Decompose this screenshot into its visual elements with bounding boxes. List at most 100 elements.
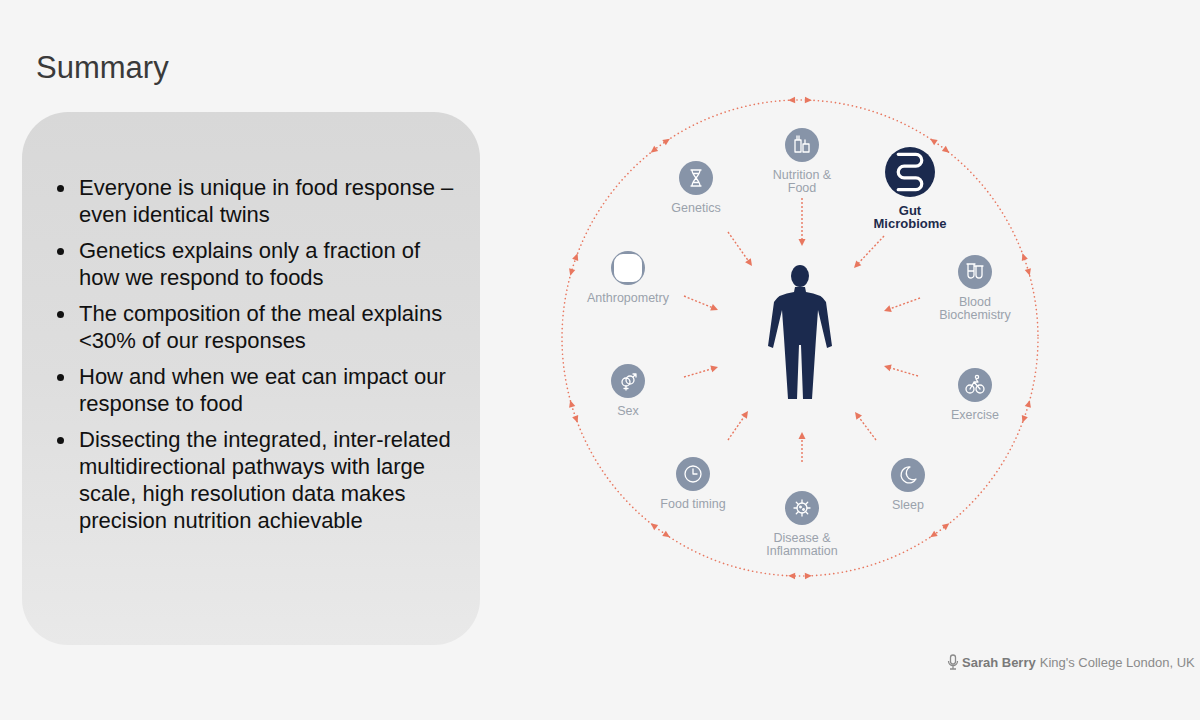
icon-stroke [898, 154, 922, 189]
factor-label: Blood Biochemistry [930, 296, 1020, 322]
factor-node: Nutrition & Food [742, 128, 862, 195]
factor-icon [785, 491, 819, 525]
icon-glyph [795, 136, 809, 152]
factor-node: Gut Microbiome [850, 147, 970, 230]
ring-arrowhead [805, 573, 812, 579]
factor-icon [891, 458, 925, 492]
factor-icon [958, 368, 992, 402]
icon-stroke [901, 467, 916, 483]
icon-circle [891, 458, 925, 492]
ring-arrowhead [788, 97, 795, 103]
arrow-shaft [801, 437, 802, 462]
icon-stroke [803, 509, 805, 511]
arrow-shaft [684, 368, 713, 377]
icon-circle [676, 457, 710, 491]
arrow-shaft [728, 415, 745, 440]
icon-glyph [967, 264, 983, 278]
arrow-head [884, 365, 892, 372]
arrow-shaft [889, 298, 920, 309]
factor-icon [885, 147, 935, 197]
arrow-shaft [889, 367, 918, 376]
factor-node: Anthropometry [568, 251, 688, 305]
icon-circle [958, 368, 992, 402]
arrow-head [710, 366, 718, 373]
ring-arrowhead [572, 415, 578, 423]
factor-node: Sleep [848, 458, 968, 512]
ring-arrowhead [569, 400, 575, 408]
icon-circle [885, 147, 935, 197]
icon-stroke [975, 375, 978, 378]
icon-circle [611, 364, 645, 398]
factor-node: Blood Biochemistry [915, 255, 1035, 322]
icon-glyph [622, 374, 636, 390]
factor-label: Exercise [920, 409, 1030, 422]
ring-arrowhead [569, 268, 575, 276]
ring-arrowhead [788, 573, 795, 579]
speaker-name: Sarah Berry [962, 655, 1036, 670]
icon-stroke [794, 500, 810, 516]
inward-arrow [799, 432, 806, 462]
factor-label: Genetics [641, 202, 751, 215]
microphone-head [951, 655, 956, 664]
icon-stroke [800, 506, 802, 508]
icon-glyph [901, 467, 916, 483]
slide-title: Summary [36, 50, 169, 86]
factor-icon [676, 457, 710, 491]
icon-stroke [795, 136, 809, 152]
human-figure [768, 265, 832, 399]
cycle-ring [562, 100, 1038, 576]
bullet-point: Genetics explains only a fraction of how… [77, 237, 462, 291]
icon-stroke [621, 261, 635, 275]
icon-glyph [794, 500, 810, 516]
arrow-head [854, 260, 861, 268]
microphone-icon [949, 655, 958, 669]
icon-stroke [693, 469, 697, 474]
arrow-head [799, 432, 806, 439]
icon-stroke [624, 374, 636, 390]
factor-label: Gut Microbiome [868, 204, 952, 230]
factor-label: Sex [573, 405, 683, 418]
inward-arrow [854, 236, 884, 268]
arrow-shaft [684, 296, 713, 308]
factor-icon [958, 255, 992, 289]
bullet-list: Everyone is unique in food response – ev… [22, 174, 480, 534]
factor-label: Anthropometry [573, 292, 683, 305]
icon-circle [785, 128, 819, 162]
ring-arrowhead [662, 139, 670, 146]
ring-arrowhead [1025, 400, 1031, 408]
icon-circle [611, 251, 645, 285]
bullet-point: The composition of the meal explains <30… [77, 300, 462, 354]
ring-arrowhead [651, 146, 658, 153]
factor-icon [611, 364, 645, 398]
inward-arrow [684, 296, 718, 311]
ring-arrowhead [662, 531, 670, 538]
ring-arrowhead [930, 139, 938, 146]
factor-icon [679, 161, 713, 195]
arrow-head [855, 412, 862, 420]
speaker-credit: Sarah Berry King's College London, UK [962, 655, 1195, 670]
icon-circle [679, 161, 713, 195]
ring-arrowhead [1022, 415, 1028, 423]
inward-arrow [799, 198, 806, 246]
factor-label: Disease & Inflammation [754, 532, 850, 558]
factor-node: Food timing [633, 457, 753, 511]
icon-glyph [691, 170, 701, 186]
summary-box: Everyone is unique in food response – ev… [22, 112, 480, 645]
factor-node: Exercise [915, 368, 1035, 422]
ring-arrowhead [572, 253, 578, 261]
inward-arrow [884, 298, 920, 312]
bullet-point: Dissecting the integrated, inter-related… [77, 426, 462, 534]
factor-node: Genetics [636, 161, 756, 215]
affiliation: King's College London, UK [1040, 655, 1195, 670]
icon-stroke [685, 466, 701, 482]
icon-circle [785, 491, 819, 525]
ring-arrowhead [805, 97, 812, 103]
ring-arrowheads [569, 97, 1031, 579]
inward-arrow [728, 411, 748, 440]
ring-arrowhead [930, 531, 938, 538]
microphone-stand [949, 661, 958, 669]
inward-arrows [684, 198, 920, 462]
inward-arrow [684, 366, 718, 377]
arrow-shaft [801, 198, 802, 241]
